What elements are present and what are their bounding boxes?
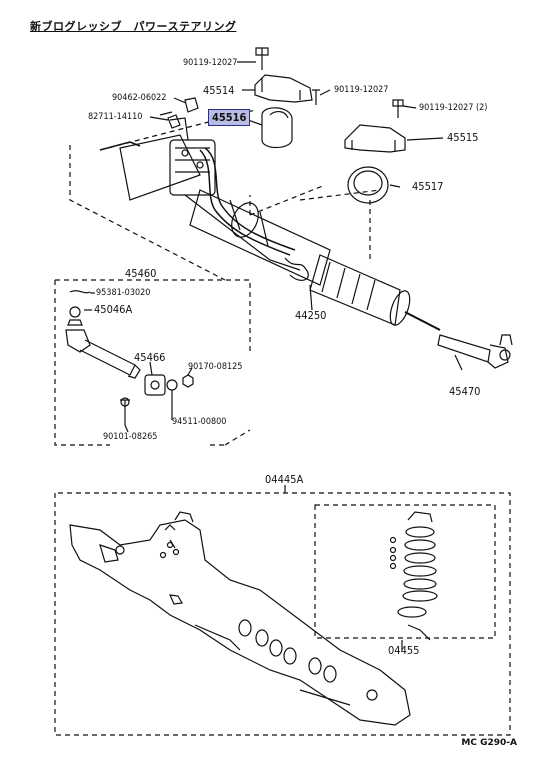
label-95381: 95381-03020 <box>96 288 151 298</box>
rack-left-tube <box>119 134 201 201</box>
label-04445A: 04445A <box>265 473 304 486</box>
clip-82711 <box>167 114 181 129</box>
clip-90462 <box>184 97 199 113</box>
label-90462: 90462-06022 <box>112 93 167 103</box>
fluid-pipes <box>199 149 291 256</box>
grommet-45517 <box>347 166 389 204</box>
label-45516[interactable]: 45516 <box>208 109 251 126</box>
label-82711: 82711-14110 <box>88 112 143 122</box>
diagram-reference-code: MC G290-A <box>461 738 517 748</box>
clamp-45466 <box>144 374 166 396</box>
tie-rod-right <box>404 311 441 331</box>
washer-94511 <box>166 379 178 391</box>
tie-rod-end-right <box>437 334 491 363</box>
rack-main-tube <box>189 189 331 286</box>
housing-kit-box <box>54 492 511 736</box>
label-45466: 45466 <box>134 351 166 364</box>
label-45470: 45470 <box>449 385 481 398</box>
nut-90170 <box>182 374 194 388</box>
seal-kit-box <box>314 504 496 639</box>
bracket-45514 <box>254 74 313 103</box>
bolt-90119-mid <box>312 89 320 105</box>
tie-rod-end-left <box>79 339 136 376</box>
seal-stack <box>407 511 433 523</box>
label-45517: 45517 <box>412 180 444 193</box>
label-45514: 45514 <box>203 84 235 97</box>
grommet-45516 <box>261 107 293 149</box>
ball-joint-45046A <box>67 319 83 326</box>
label-45515: 45515 <box>447 131 479 144</box>
tierod-kit-box <box>54 279 251 446</box>
label-90170: 90170-08125 <box>188 362 243 372</box>
bolt-90119-top <box>255 47 269 70</box>
label-04455: 04455 <box>388 644 420 657</box>
sensor-cable <box>284 257 309 281</box>
oring-1 <box>238 619 252 637</box>
diagram-title: 新ブログレッシブ パワーステアリング <box>30 20 237 33</box>
label-94511: 94511-00800 <box>172 417 227 427</box>
label-45460: 45460 <box>125 267 157 280</box>
label-90119-2: 90119-12027 (2) <box>419 103 488 113</box>
label-90119-mid: 90119-12027 <box>334 85 389 95</box>
label-45046A: 45046A <box>94 303 133 316</box>
label-90119-top: 90119-12027 <box>183 58 238 68</box>
cotter-pin-95381 <box>69 290 91 294</box>
label-44250: 44250 <box>295 309 327 322</box>
highlighted-part-45516[interactable]: 45516 <box>208 109 251 126</box>
bracket-45515 <box>344 124 406 153</box>
bolt-90119-2 <box>392 99 404 118</box>
gear-housing <box>69 519 411 726</box>
label-90101: 90101-08265 <box>103 432 158 442</box>
upper-dash-outline <box>69 145 326 281</box>
